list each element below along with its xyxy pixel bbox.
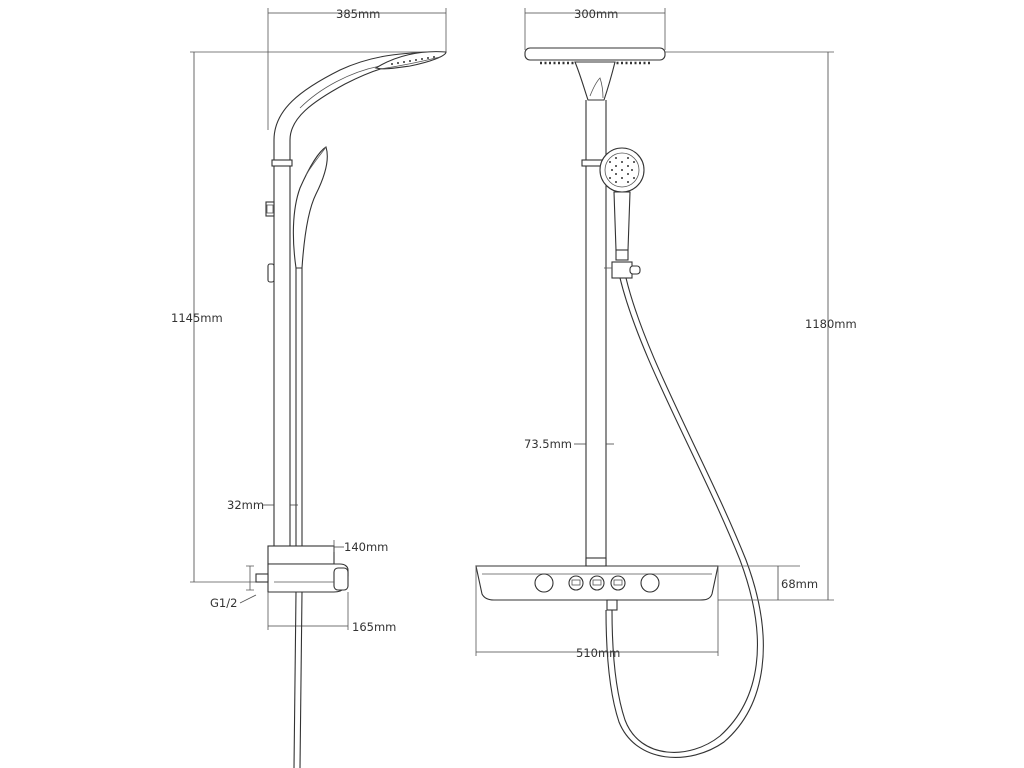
mixer-depth-label: 165mm [352,620,396,634]
pipe-diameter-label: 32mm [227,498,264,512]
right-knob [640,573,660,593]
front-head-width-label: 300mm [574,7,618,21]
shelf-width-label: 510mm [576,646,620,660]
hand-shower-nozzles [609,157,635,183]
pipe-offset-label: 73.5mm [524,437,572,451]
side-height-label: 1145mm [171,311,223,325]
side-head-width-label: 385mm [336,7,380,21]
front-height-label: 1180mm [805,317,857,331]
side-head-nozzles [391,56,435,65]
front-view: 300mm [475,7,857,758]
left-knob [534,573,554,593]
button-2 [589,575,605,591]
button-3 [610,575,626,591]
inlet-label: G1/2 [210,596,237,610]
shelf-depth-label: 140mm [344,540,388,554]
side-view: 385mm 1145mm 32m [171,7,447,768]
button-1 [568,575,584,591]
shelf-height-label: 68mm [781,577,818,591]
